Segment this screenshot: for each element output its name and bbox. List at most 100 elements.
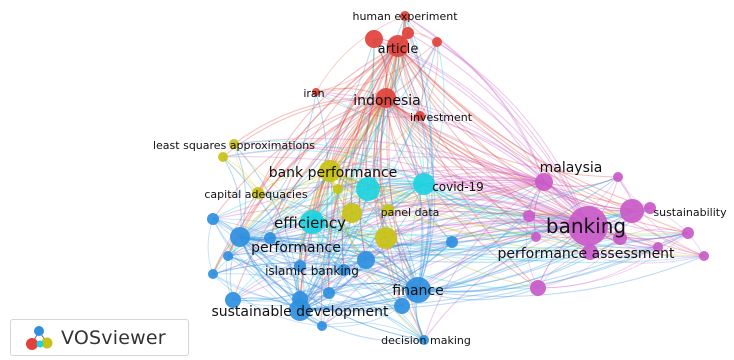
node-bank-performance[interactable] (319, 160, 341, 182)
network-edge (537, 237, 621, 289)
network-edge (299, 241, 453, 311)
network-edge (401, 15, 421, 117)
network-edge (397, 45, 651, 209)
node-sustainability[interactable] (620, 199, 644, 223)
label-article[interactable]: article (378, 42, 419, 57)
network-node[interactable] (613, 172, 623, 182)
network-edge (239, 232, 689, 256)
network-node[interactable] (225, 292, 241, 308)
network-node[interactable] (375, 227, 397, 249)
network-edge (212, 218, 301, 300)
label-investment[interactable]: investment (410, 111, 473, 124)
network-edge (222, 149, 425, 185)
node-performance-assessment[interactable] (582, 244, 598, 260)
network-node[interactable] (365, 30, 383, 48)
network-node[interactable] (394, 298, 410, 314)
network-edge (269, 237, 425, 341)
label-indonesia[interactable]: indonesia (353, 93, 420, 109)
network-edge (227, 45, 399, 257)
network-node[interactable] (317, 321, 327, 331)
network-node[interactable] (223, 251, 233, 261)
network-node[interactable] (653, 242, 663, 252)
network-node[interactable] (208, 269, 218, 279)
label-finance[interactable]: finance (392, 283, 443, 299)
network-node[interactable] (644, 202, 656, 214)
node-decision-making[interactable] (419, 335, 429, 345)
node-indonesia[interactable] (376, 88, 396, 108)
label-performance[interactable]: performance (251, 240, 341, 256)
network-edge (385, 97, 633, 212)
label-panel-data[interactable]: panel data (381, 206, 440, 219)
node-capital-adequacies[interactable] (252, 187, 264, 199)
network-edge (380, 97, 419, 291)
label-efficiency[interactable]: efficiency (274, 214, 346, 232)
node-investment[interactable] (415, 111, 425, 121)
node-islamic-banking[interactable] (294, 260, 306, 272)
node-banking[interactable] (568, 206, 608, 246)
network-edge (315, 41, 438, 93)
node-finance[interactable] (405, 277, 431, 303)
network-node[interactable] (402, 27, 414, 39)
network-edge (212, 177, 425, 220)
node-performance[interactable] (230, 227, 250, 247)
network-edge (423, 183, 689, 237)
network-node[interactable] (356, 177, 380, 201)
network-node[interactable] (613, 231, 627, 245)
network-edge (436, 41, 545, 183)
network-node[interactable] (218, 152, 228, 162)
network-node[interactable] (338, 264, 350, 276)
network-edge (321, 181, 545, 327)
network-node[interactable] (682, 227, 694, 239)
label-covid-19[interactable]: covid-19 (432, 180, 484, 194)
network-edge (269, 45, 399, 239)
network-edge (311, 221, 591, 261)
label-least-squares-approximations[interactable]: least squares approximations (153, 139, 315, 152)
network-node[interactable] (523, 210, 535, 222)
network-node[interactable] (264, 232, 276, 244)
network-node[interactable] (342, 203, 362, 223)
node-panel-data[interactable] (382, 204, 394, 216)
network-edge (329, 38, 375, 172)
network-edge (212, 237, 271, 275)
network-node[interactable] (530, 280, 546, 296)
network-node[interactable] (357, 251, 375, 269)
network-edge (537, 246, 659, 289)
node-efficiency[interactable] (300, 210, 324, 234)
network-edge (397, 45, 545, 183)
network-node[interactable] (432, 37, 442, 47)
node-iran[interactable] (312, 88, 320, 96)
network-edge (227, 255, 330, 294)
node-malaysia[interactable] (535, 173, 553, 191)
network-node[interactable] (323, 287, 335, 299)
label-sustainable-development[interactable]: sustainable development (211, 304, 389, 320)
network-edge (239, 225, 589, 253)
network-node[interactable] (446, 236, 458, 248)
network-edge (311, 221, 419, 291)
label-iran[interactable]: iran (303, 87, 324, 100)
network-edge (299, 176, 619, 311)
label-sustainability[interactable]: sustainability (653, 206, 727, 219)
network-node[interactable] (699, 251, 709, 261)
node-human-experiment[interactable] (400, 11, 410, 21)
network-node[interactable] (207, 213, 219, 225)
label-islamic-banking[interactable]: islamic banking (265, 264, 359, 278)
label-performance-assessment[interactable]: performance assessment (497, 246, 675, 262)
network-edge (329, 170, 419, 291)
label-banking[interactable]: banking (546, 214, 626, 238)
node-sustainable-development[interactable] (289, 299, 311, 321)
node-article[interactable] (387, 35, 409, 57)
node-least-squares-approximations[interactable] (229, 139, 239, 149)
network-edge (233, 143, 301, 311)
network-edge (423, 183, 537, 238)
label-bank-performance[interactable]: bank performance (269, 165, 398, 181)
label-decision-making[interactable]: decision making (381, 334, 471, 347)
label-capital-adequacies[interactable]: capital adequacies (204, 188, 307, 201)
label-malaysia[interactable]: malaysia (540, 160, 603, 176)
node-covid-19[interactable] (413, 173, 435, 195)
label-human-experiment[interactable]: human experiment (352, 10, 458, 23)
network-edge (417, 287, 539, 301)
network-node[interactable] (531, 232, 541, 242)
network-edge (311, 221, 537, 251)
network-node[interactable] (333, 184, 343, 194)
